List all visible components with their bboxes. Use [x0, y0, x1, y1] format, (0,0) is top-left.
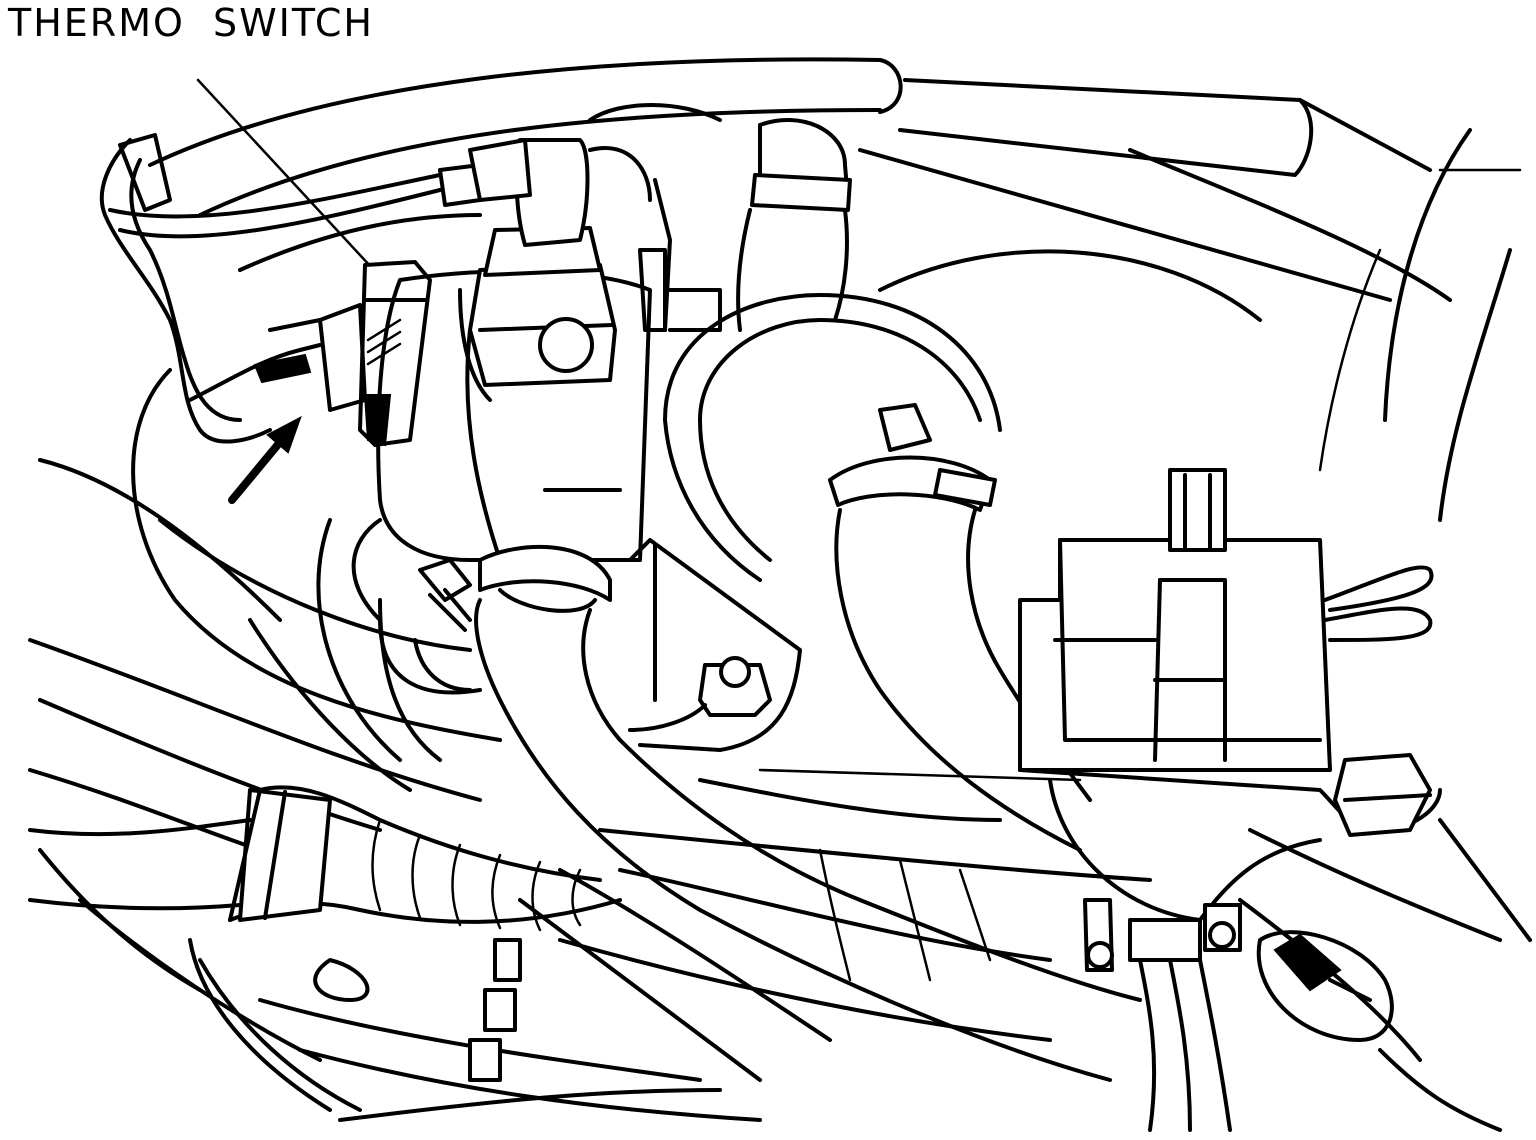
wiring-harness-upper — [99, 133, 482, 444]
thermo-switch-arrow — [228, 415, 302, 504]
mounting-bracket — [628, 538, 802, 752]
temperature-sensor — [468, 138, 722, 387]
thermo-switch-label: THERMO SWITCH — [8, 1, 374, 45]
relay-module — [1018, 468, 1442, 922]
thermo-switch-leader-line — [196, 78, 374, 270]
center-hose-with-clamp — [828, 403, 1092, 852]
engine-background-outlines — [28, 57, 1532, 1132]
upper-radiator-hose — [736, 118, 852, 332]
lower-right-cavity — [1256, 930, 1394, 1042]
bypass-hose-loop — [663, 293, 1002, 582]
wrapped-wiring-harness — [28, 785, 622, 1112]
lower-left-hose — [474, 544, 1142, 1082]
thermo-switch — [253, 260, 432, 447]
lower-connector-bundle — [1083, 898, 1242, 1132]
